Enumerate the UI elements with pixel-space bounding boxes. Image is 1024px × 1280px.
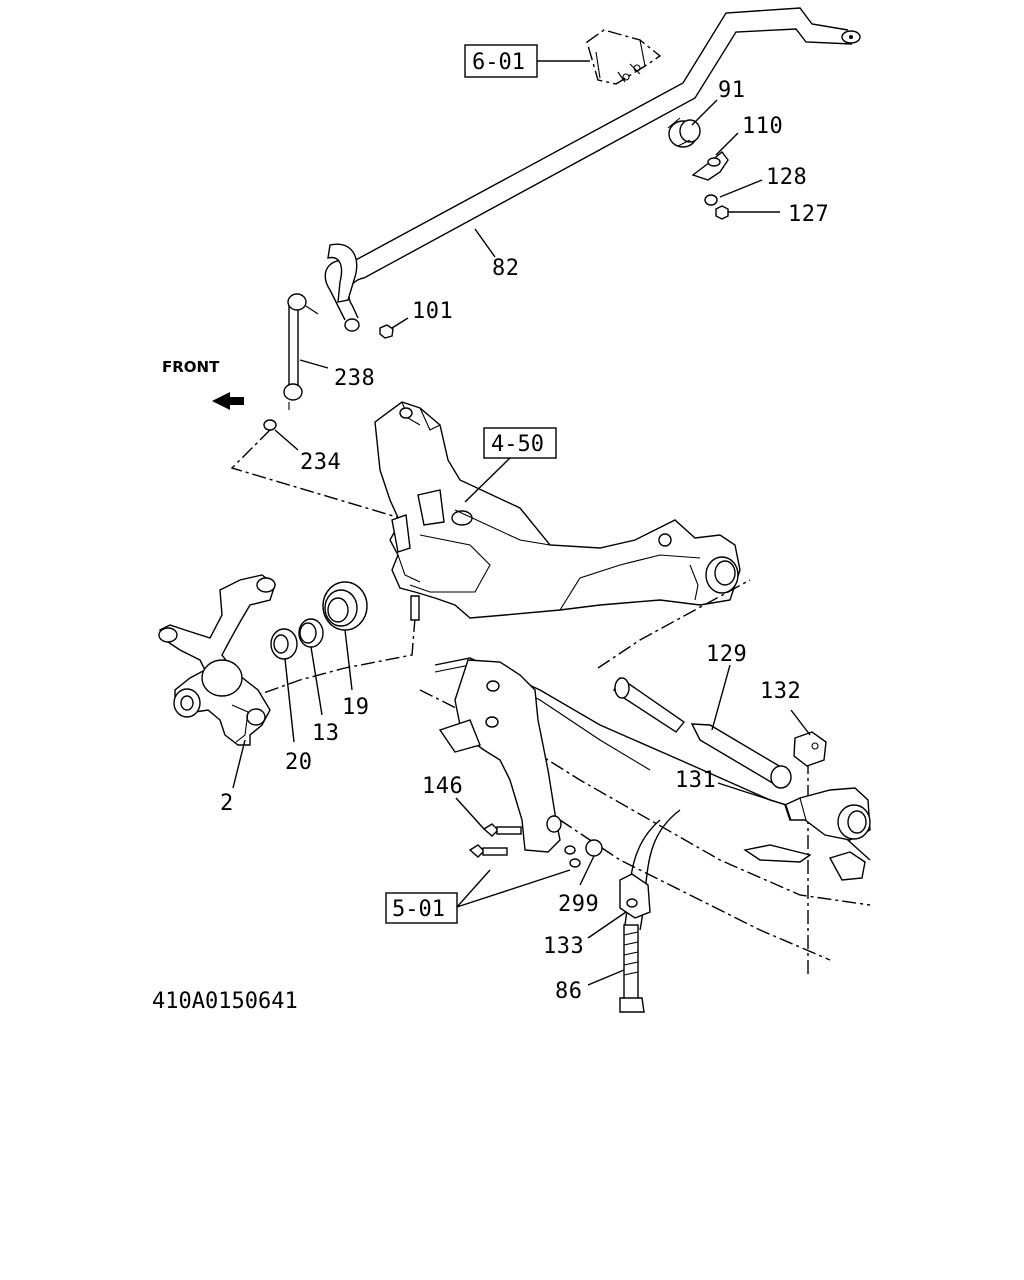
washer-234-icon bbox=[263, 419, 277, 431]
callout-20[interactable]: 20 bbox=[285, 750, 313, 775]
reference-box-5-01[interactable]: 5-01 bbox=[385, 869, 571, 924]
callout-19[interactable]: 19 bbox=[342, 695, 370, 720]
reference-label-6-01: 6-01 bbox=[472, 50, 525, 75]
front-arrow-icon bbox=[212, 392, 244, 410]
washer-101-icon bbox=[344, 318, 394, 339]
stabilizer-link-icon bbox=[283, 293, 319, 410]
callout-146[interactable]: 146 bbox=[422, 774, 463, 799]
drawing-code: 410A0150641 bbox=[152, 989, 298, 1014]
callout-127[interactable]: 127 bbox=[788, 202, 829, 227]
reference-box-6-01[interactable]: 6-01 bbox=[464, 44, 590, 78]
callout-82[interactable]: 82 bbox=[492, 256, 520, 281]
seal-19-icon bbox=[322, 581, 368, 631]
callout-299[interactable]: 299 bbox=[558, 892, 599, 917]
arm-131-icon bbox=[743, 787, 871, 881]
nut-127-icon bbox=[715, 205, 729, 220]
reference-label-4-50: 4-50 bbox=[491, 432, 544, 457]
callout-234[interactable]: 234 bbox=[300, 450, 341, 475]
bearing-20-icon bbox=[270, 628, 298, 660]
bushing-91-icon bbox=[667, 117, 701, 148]
callout-128[interactable]: 128 bbox=[766, 165, 807, 190]
callout-238[interactable]: 238 bbox=[334, 366, 375, 391]
callout-13[interactable]: 13 bbox=[312, 721, 340, 746]
block-132-icon bbox=[793, 731, 827, 767]
callout-131[interactable]: 131 bbox=[675, 768, 716, 793]
callout-91[interactable]: 91 bbox=[718, 78, 746, 103]
stabilizer-bracket-icon bbox=[586, 29, 662, 85]
bracket-110-icon bbox=[691, 150, 729, 181]
reference-box-4-50[interactable]: 4-50 bbox=[464, 427, 557, 503]
nut-299-icon bbox=[564, 839, 603, 868]
frame-icon bbox=[419, 579, 871, 975]
leader-lines bbox=[232, 99, 811, 986]
bolt-146-icon bbox=[468, 823, 522, 858]
callout-129[interactable]: 129 bbox=[706, 642, 747, 667]
washer-128-icon bbox=[704, 194, 718, 206]
reference-label-5-01: 5-01 bbox=[392, 897, 445, 922]
bolt-86-icon bbox=[619, 873, 651, 1013]
stabilizer-bar bbox=[324, 7, 861, 321]
callout-132[interactable]: 132 bbox=[760, 679, 801, 704]
callout-110[interactable]: 110 bbox=[742, 114, 783, 139]
torsion-bar-icon bbox=[613, 676, 792, 789]
callout-2[interactable]: 2 bbox=[220, 791, 234, 816]
callout-86[interactable]: 86 bbox=[555, 979, 583, 1004]
callout-101[interactable]: 101 bbox=[412, 299, 453, 324]
crossmember-icon bbox=[374, 401, 741, 621]
steering-knuckle-icon bbox=[158, 574, 276, 746]
callout-133[interactable]: 133 bbox=[543, 934, 584, 959]
front-label: FRONT bbox=[162, 358, 220, 376]
seal-13-icon bbox=[298, 618, 324, 648]
